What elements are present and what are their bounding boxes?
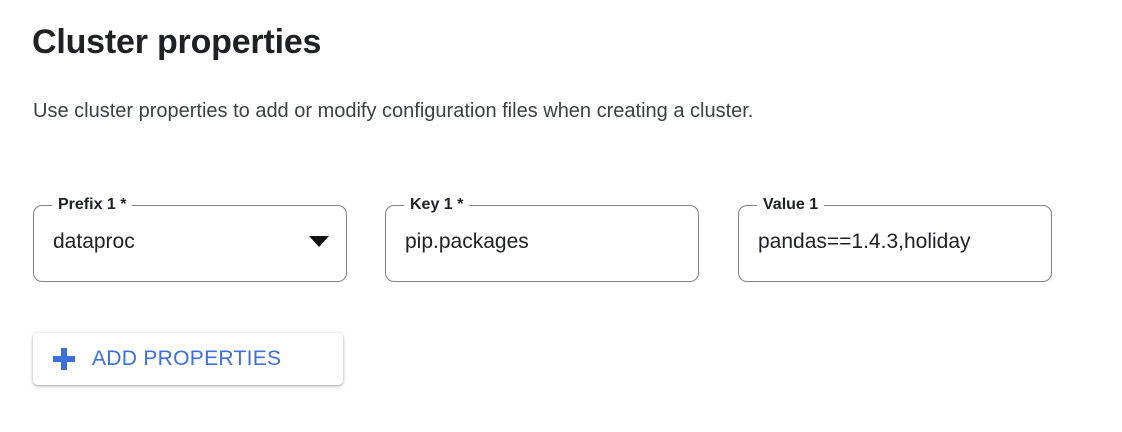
value-input-field[interactable]: Value 1 pandas==1.4.3,holiday — [738, 195, 1052, 282]
page-description: Use cluster properties to add or modify … — [33, 100, 754, 122]
key-field-label: Key 1 * — [404, 195, 470, 215]
key-input-field[interactable]: Key 1 * pip.packages — [385, 195, 699, 282]
prefix-field-label: Prefix 1 * — [52, 195, 133, 215]
key-field-value: pip.packages — [405, 230, 529, 253]
chevron-down-icon[interactable] — [309, 236, 329, 247]
add-properties-button[interactable]: ADD PROPERTIES — [33, 333, 343, 385]
add-properties-label: ADD PROPERTIES — [92, 347, 282, 370]
prefix-field-value: dataproc — [53, 230, 135, 253]
value-field-label: Value 1 — [757, 195, 825, 215]
properties-row: Prefix 1 * dataproc Key 1 * pip.packages… — [33, 195, 1093, 283]
value-field-value: pandas==1.4.3,holiday — [758, 230, 971, 253]
plus-icon — [53, 348, 75, 370]
page-title: Cluster properties — [32, 23, 322, 61]
prefix-select-field[interactable]: Prefix 1 * dataproc — [33, 195, 347, 282]
